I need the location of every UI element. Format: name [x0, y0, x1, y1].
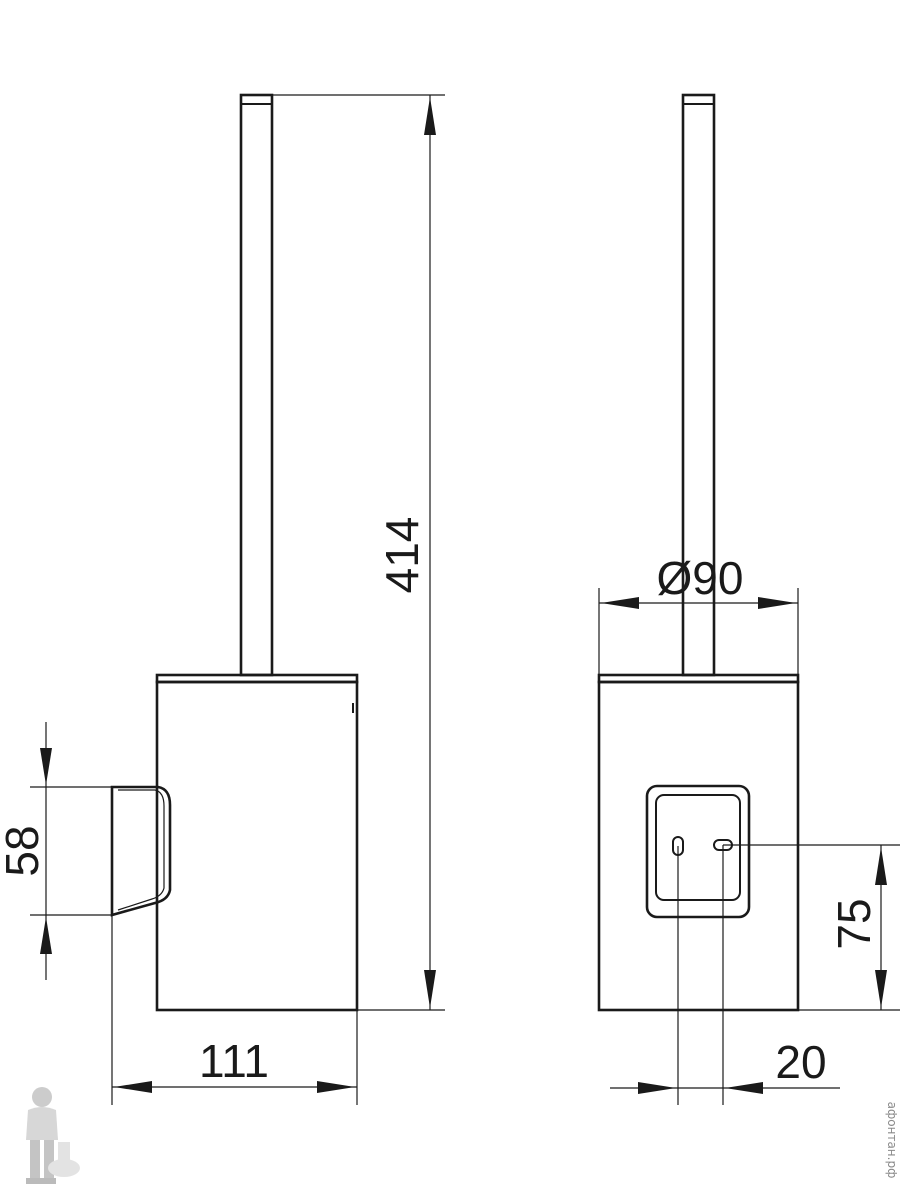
- front-view: Ø90 75 20: [597, 93, 900, 1105]
- dim-58-label: 58: [0, 825, 48, 876]
- plumber-mascot-icon: [26, 1087, 80, 1184]
- dim-414: 414: [272, 94, 445, 1011]
- front-mount-plate: [645, 784, 751, 919]
- watermark-text: афонтан.рф: [885, 1102, 899, 1179]
- dim-111: 111: [111, 915, 358, 1105]
- dim-20-label: 20: [775, 1036, 826, 1088]
- dim-414-label: 414: [376, 517, 428, 594]
- dim-75-label: 75: [828, 898, 880, 949]
- dim-58: 58: [0, 722, 112, 980]
- dim-20: 20: [610, 845, 840, 1105]
- dim-90: Ø90: [598, 552, 799, 675]
- side-body: [155, 680, 359, 1012]
- side-handle: [239, 93, 274, 677]
- front-body: [597, 680, 800, 1012]
- side-wall-mount: [110, 785, 172, 917]
- dim-90-label: Ø90: [657, 552, 744, 604]
- dim-111-label: 111: [199, 1035, 269, 1087]
- side-view: 414 111 58: [0, 93, 445, 1105]
- dim-75: 75: [723, 844, 900, 1011]
